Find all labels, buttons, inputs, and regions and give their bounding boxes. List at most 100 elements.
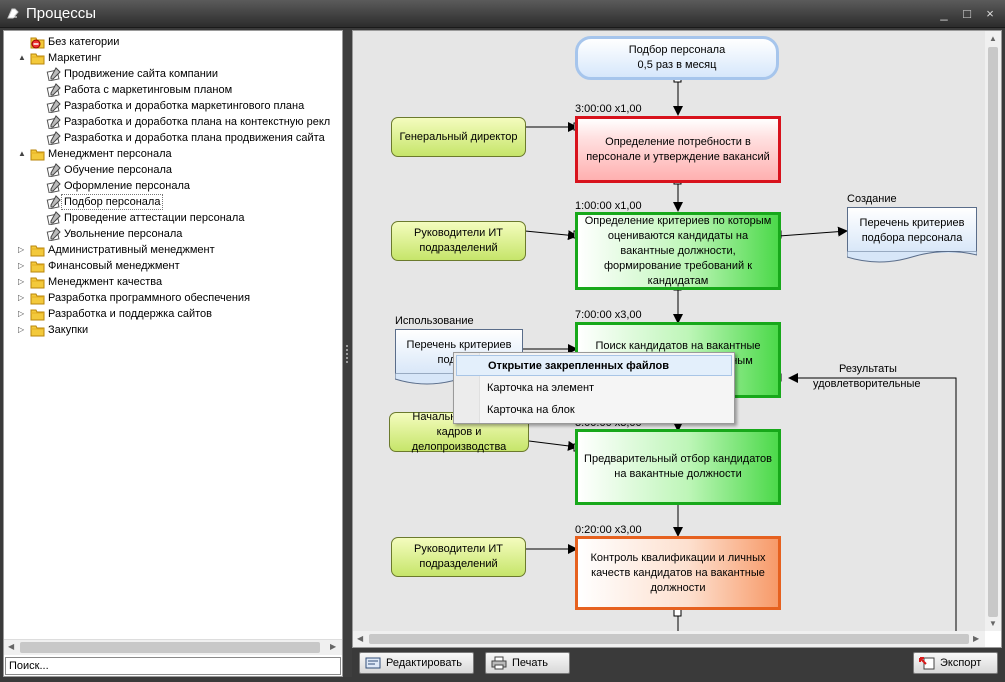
task-timing: 7:00:00 x3,00 [575, 309, 642, 321]
tree-item-label: Работа с маркетинговым планом [64, 84, 233, 96]
tree-item[interactable]: ▷ Закупки [4, 322, 342, 338]
scroll-left-icon[interactable]: ◀ [357, 634, 364, 643]
folder-icon [30, 307, 45, 321]
tree-item-label: Разработка и доработка плана на контекст… [64, 116, 331, 128]
close-button[interactable]: × [986, 6, 994, 21]
edit-button[interactable]: Редактировать [359, 652, 474, 674]
search-box[interactable] [5, 657, 341, 675]
process-icon [46, 211, 61, 226]
expand-icon[interactable]: ▷ [18, 277, 25, 286]
expand-icon[interactable]: ▷ [18, 309, 25, 318]
expand-icon[interactable]: ▷ [18, 325, 25, 334]
role-node[interactable]: Руководители ИТ подразделений [391, 221, 526, 261]
task-block[interactable]: Определение критериев по которым оценива… [575, 212, 781, 290]
tree-horizontal-scrollbar[interactable]: ◀ ▶ [4, 639, 342, 655]
no-category-icon [30, 35, 45, 49]
tree-item-label: Маркетинг [48, 52, 102, 64]
tree-item-label: Разработка и доработка плана продвижения… [64, 132, 325, 144]
tree-item[interactable]: Разработка и доработка плана на контекст… [4, 114, 342, 130]
expand-icon[interactable]: ▷ [18, 261, 25, 270]
scroll-right-icon[interactable]: ▶ [330, 642, 337, 651]
port [673, 608, 682, 617]
tree-item[interactable]: Увольнение персонала [4, 226, 342, 242]
menu-item-block-card[interactable]: Карточка на блок [487, 404, 575, 416]
tree-item[interactable]: ▷ Разработка и поддержка сайтов [4, 306, 342, 322]
role-node[interactable]: Руководители ИТ подразделений [391, 537, 526, 577]
tree-item[interactable]: Проведение аттестации персонала [4, 210, 342, 226]
title-bar: Процессы _ □ × [0, 0, 1005, 28]
tree-item-label: Разработка программного обеспечения [48, 292, 251, 304]
expand-icon[interactable]: ▷ [18, 293, 25, 302]
scrollbar-thumb[interactable] [369, 634, 969, 644]
scroll-down-icon[interactable]: ▼ [989, 619, 997, 628]
splitter-grip-icon[interactable] [346, 345, 348, 363]
folder-icon [30, 147, 45, 161]
tree-item-label: Закупки [48, 324, 89, 336]
tree-item-label: Финансовый менеджмент [48, 260, 180, 272]
document-node[interactable]: Перечень критериев подбора персонала [847, 207, 977, 253]
window-title: Процессы [26, 5, 97, 22]
tree-item-label: Административный менеджмент [48, 244, 215, 256]
process-icon [46, 227, 61, 242]
print-button-label: Печать [512, 657, 549, 669]
panel-splitter[interactable] [343, 30, 352, 677]
tree-item-label: Оформление персонала [64, 180, 190, 192]
tree-item[interactable]: Без категории [4, 34, 342, 50]
minimize-button[interactable]: _ [940, 6, 948, 21]
tree-item[interactable]: ▷ Финансовый менеджмент [4, 258, 342, 274]
tree-item-label: Без категории [48, 36, 120, 48]
tree-item[interactable]: ▷ Административный менеджмент [4, 242, 342, 258]
process-start-node[interactable]: Подбор персонала 0,5 раз в месяц [575, 36, 779, 80]
search-input[interactable] [9, 660, 337, 672]
export-button-label: Экспорт [940, 657, 982, 669]
task-block[interactable]: Предварительный отбор кандидатов на вака… [575, 429, 781, 505]
collapse-icon[interactable]: ▲ [18, 53, 26, 62]
tree-item-label: Обучение персонала [64, 164, 173, 176]
tree-item[interactable]: Оформление персонала [4, 178, 342, 194]
document-caption: Создание [847, 193, 897, 205]
folder-icon [30, 323, 45, 337]
scroll-right-icon[interactable]: ▶ [973, 634, 980, 643]
export-button[interactable]: Экспорт [913, 652, 998, 674]
tree-item[interactable]: Разработка и доработка плана продвижения… [4, 130, 342, 146]
connector [528, 440, 578, 451]
canvas-horizontal-scrollbar[interactable]: ◀ ▶ [353, 631, 985, 647]
scroll-up-icon[interactable]: ▲ [989, 34, 997, 43]
app-icon [7, 8, 19, 19]
menu-item-element-card[interactable]: Карточка на элемент [487, 382, 595, 394]
folder-icon [30, 243, 45, 257]
connector [524, 230, 578, 241]
loop-connector [788, 373, 957, 631]
tree-item[interactable]: ▷ Разработка программного обеспечения [4, 290, 342, 306]
tree-item[interactable]: Подбор персонала [4, 194, 342, 210]
tree-item-label: Разработка и поддержка сайтов [48, 308, 213, 320]
expand-icon[interactable]: ▷ [18, 245, 25, 254]
tree-item[interactable]: Работа с маркетинговым планом [4, 82, 342, 98]
process-icon [46, 67, 61, 82]
tree-item[interactable]: ▲ Маркетинг [4, 50, 342, 66]
task-block[interactable]: Контроль квалификации и личных качеств к… [575, 536, 781, 610]
diagram-canvas[interactable]: Подбор персонала 0,5 раз в месяц 3:00:00… [353, 31, 985, 631]
scroll-left-icon[interactable]: ◀ [8, 642, 15, 651]
diagram-viewport: Подбор персонала 0,5 раз в месяц 3:00:00… [352, 30, 1002, 648]
menu-item-open-attached-files[interactable]: Открытие закрепленных файлов [456, 355, 732, 376]
tree-item-label: Проведение аттестации персонала [64, 212, 245, 224]
tree-item[interactable]: ▲Менеджмент персонала [4, 146, 342, 162]
tree-item[interactable]: Обучение персонала [4, 162, 342, 178]
maximize-button[interactable]: □ [963, 6, 971, 21]
task-block[interactable]: Определение потребности в персонале и ут… [575, 116, 781, 183]
role-node[interactable]: Генеральный директор [391, 117, 526, 157]
loop-label-line1: Результаты [839, 363, 897, 375]
scrollbar-thumb[interactable] [20, 642, 320, 653]
process-icon [46, 131, 61, 146]
edit-icon [365, 657, 381, 669]
print-button[interactable]: Печать [485, 652, 570, 674]
scrollbar-thumb[interactable] [988, 47, 998, 617]
tree-item[interactable]: ▷Менеджмент качества [4, 274, 342, 290]
tree-item[interactable]: Разработка и доработка маркетингового пл… [4, 98, 342, 114]
process-icon [46, 179, 61, 194]
tree-item[interactable]: Продвижение сайта компании [4, 66, 342, 82]
canvas-vertical-scrollbar[interactable]: ▲ ▼ [985, 31, 1001, 631]
collapse-icon[interactable]: ▲ [18, 149, 26, 158]
